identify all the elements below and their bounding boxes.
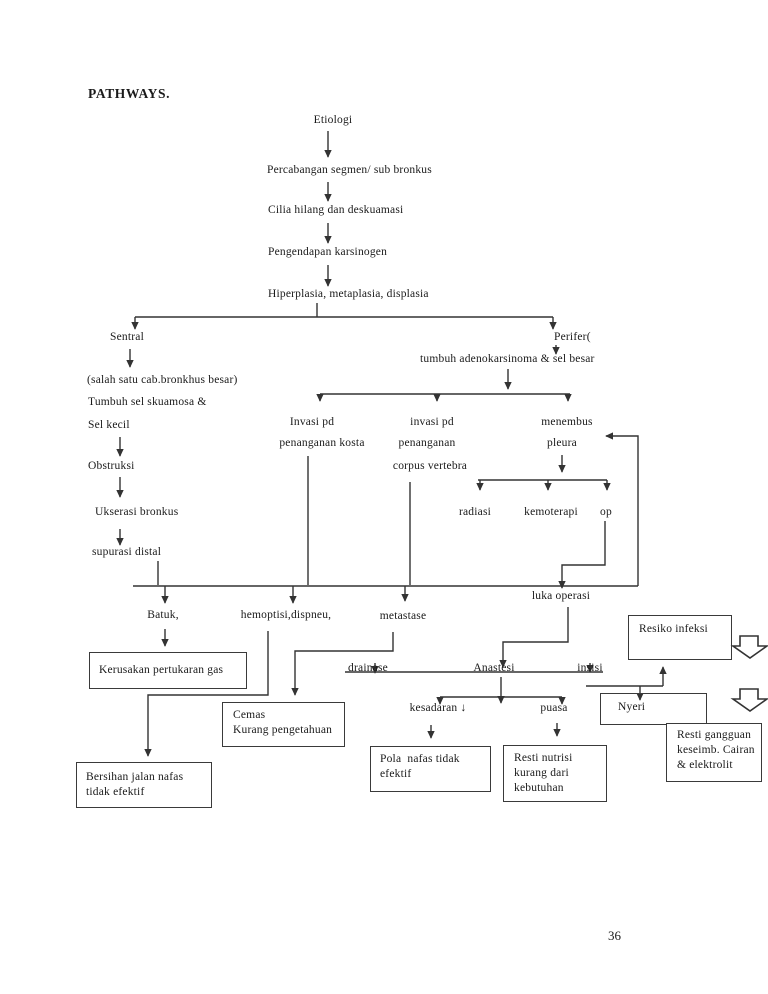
node-luka-operasi: luka operasi	[531, 590, 591, 602]
node-invasi-vertebra-line1: invasi pd	[410, 416, 454, 428]
box-text-line: Nyeri	[618, 701, 646, 713]
node-tumbuh-sel-skuamosa: Tumbuh sel skuamosa &	[88, 396, 207, 408]
box-cemas: Cemas Kurang pengetahuan	[222, 702, 345, 747]
node-kesadaran-turun: kesadaran ↓	[409, 702, 467, 714]
node-tumbuh-adenokarsinoma: tumbuh adenokarsinoma & sel besar	[420, 353, 595, 365]
node-pleura: pleura	[547, 437, 577, 449]
node-batuk: Batuk,	[147, 609, 179, 621]
box-text-line: tidak efektif	[86, 786, 145, 798]
node-supurasi-distal: supurasi distal	[92, 546, 162, 558]
box-text-line: efektif	[380, 768, 412, 780]
box-text-line: Pola nafas tidak	[380, 753, 460, 765]
box-text-line: Resti gangguan	[677, 729, 752, 741]
box-kerusakan-pertukaran-gas: Kerusakan pertukaran gas	[89, 652, 247, 689]
node-insisi: insisi	[577, 662, 603, 674]
page-number: 36	[608, 928, 621, 943]
node-cilia: Cilia hilang dan deskuamasi	[268, 204, 404, 216]
box-text-line: Kerusakan pertukaran gas	[99, 664, 224, 676]
box-text-line: kurang dari	[514, 767, 569, 779]
node-puasa: puasa	[540, 702, 568, 714]
node-radiasi: radiasi	[458, 506, 492, 518]
node-metastase: metastase	[379, 610, 427, 622]
box-resiko-infeksi: Resiko infeksi	[628, 615, 732, 660]
node-drainase: drainase	[348, 662, 388, 674]
node-sel-kecil: Sel kecil	[88, 419, 130, 431]
node-invasi-kosta-line2: penanganan kosta	[279, 437, 365, 449]
box-text-line: Bersihan jalan nafas	[86, 771, 184, 783]
node-menembus: menembus	[541, 416, 593, 428]
node-perifer: Perifer(	[554, 331, 591, 343]
node-hiperplasia: Hiperplasia, metaplasia, displasia	[268, 288, 429, 300]
node-etiologi: Etiologi	[313, 114, 353, 126]
node-ukserasi-bronkus: Ukserasi bronkus	[95, 506, 179, 518]
box-text-line: & elektrolit	[677, 759, 733, 771]
node-invasi-vertebra-line3: corpus vertebra	[392, 460, 468, 472]
node-cab-bronkhus: (salah satu cab.bronkhus besar)	[87, 374, 238, 386]
node-invasi-kosta-line1: Invasi pd	[289, 416, 335, 428]
box-pola-nafas: Pola nafas tidak efektif	[370, 746, 491, 792]
box-text-line: Resiko infeksi	[639, 623, 708, 635]
box-text-line: Resti nutrisi	[514, 752, 573, 764]
block-arrow-down-icon	[730, 635, 768, 712]
box-bersihan-jalan-nafas: Bersihan jalan nafas tidak efektif	[76, 762, 212, 808]
page-title: PATHWAYS.	[88, 86, 171, 101]
box-text-line: Kurang pengetahuan	[233, 724, 333, 736]
box-resti-nutrisi: Resti nutrisi kurang dari kebutuhan	[503, 745, 607, 802]
box-nyeri: Nyeri	[600, 693, 707, 725]
box-text-line: Cemas	[233, 709, 266, 721]
node-pengendapan: Pengendapan karsinogen	[268, 246, 388, 258]
node-hemoptisi-dispneu: hemoptisi,dispneu,	[240, 609, 332, 621]
node-obstruksi: Obstruksi	[88, 460, 135, 472]
node-percabangan: Percabangan segmen/ sub bronkus	[267, 164, 432, 176]
node-anastesi: Anastesi	[473, 662, 515, 674]
node-op: op	[600, 506, 612, 518]
node-invasi-vertebra-line2: penanganan	[398, 437, 456, 449]
box-text-line: kebutuhan	[514, 782, 564, 794]
node-sentral: Sentral	[110, 331, 144, 343]
box-resti-gangguan: Resti gangguan keseimb. Cairan & elektro…	[666, 723, 762, 782]
box-text-line: keseimb. Cairan	[677, 744, 755, 756]
node-kemoterapi: kemoterapi	[524, 506, 578, 518]
